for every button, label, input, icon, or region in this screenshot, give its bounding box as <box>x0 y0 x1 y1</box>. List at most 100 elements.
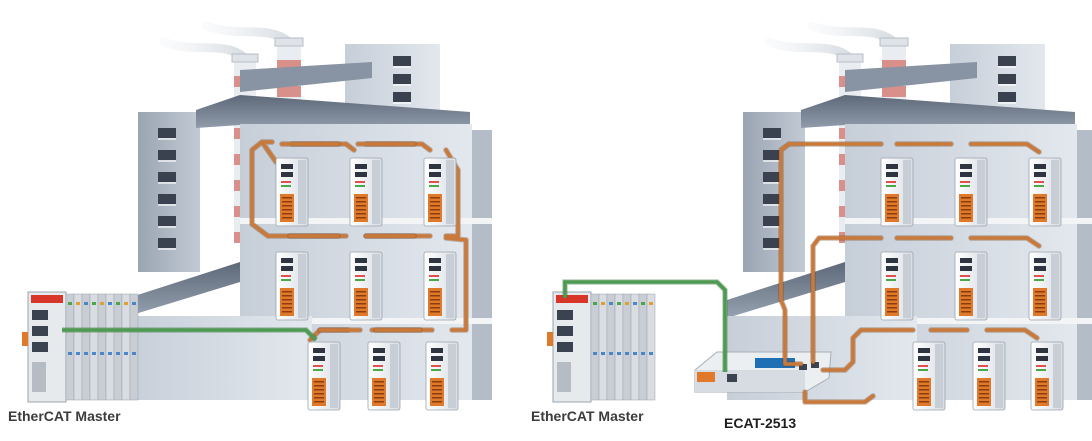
io-module-port <box>281 266 293 271</box>
terminal-screw <box>356 197 366 199</box>
terminal-screw <box>961 209 971 211</box>
io-module-icon <box>1028 157 1062 227</box>
plc-terminal <box>121 293 131 401</box>
terminal-screw <box>1037 397 1047 399</box>
plc-terminal <box>590 293 600 401</box>
master-cable <box>563 280 727 372</box>
io-module-led <box>1034 279 1044 281</box>
io-module-port <box>978 356 990 361</box>
plc-terminal-led <box>593 302 597 305</box>
plc-ethernet-port <box>32 326 48 336</box>
io-module-port <box>886 172 898 177</box>
io-module-port <box>429 266 441 271</box>
terminal-screw <box>1035 217 1045 219</box>
plc-terminal-led <box>108 352 112 355</box>
terminal-screw <box>356 299 366 301</box>
io-module-led <box>886 275 896 277</box>
window-sill <box>393 84 411 86</box>
io-module-side <box>372 160 380 224</box>
floor-slab <box>845 318 1092 324</box>
plc-terminal-led <box>633 302 637 305</box>
plc-terminal <box>598 293 608 401</box>
io-module-port <box>918 356 930 361</box>
terminal-screw <box>961 213 971 215</box>
terminal-screw <box>919 385 929 387</box>
io-module-port <box>1036 356 1048 361</box>
io-module-port <box>886 266 898 271</box>
io-module-icon <box>972 341 1006 411</box>
terminal-screw <box>1035 197 1045 199</box>
terminal-screw <box>919 401 929 403</box>
gateway-label: ECAT-2513 <box>724 415 797 431</box>
terminal-screw <box>282 299 292 301</box>
terminal-screw <box>919 393 929 395</box>
io-module-led <box>1036 369 1046 371</box>
io-module-side <box>390 344 398 408</box>
factory-upper-roof <box>240 62 372 92</box>
gateway-port <box>811 362 819 368</box>
terminal-screw <box>430 307 440 309</box>
terminal-screw <box>314 385 324 387</box>
building-window <box>158 172 176 182</box>
terminal-screw <box>979 389 989 391</box>
io-module-port <box>281 172 293 177</box>
io-module-port <box>355 266 367 271</box>
io-module-port <box>960 258 972 263</box>
plc-controller-icon <box>22 291 139 403</box>
plc-terminal-led <box>601 302 605 305</box>
terminal-screw <box>1035 307 1045 309</box>
building-window <box>763 194 781 204</box>
io-module-led <box>355 181 365 183</box>
factory-side-wall <box>472 130 492 400</box>
io-module-port <box>373 356 385 361</box>
io-module-led <box>281 181 291 183</box>
terminal-screw <box>887 299 897 301</box>
plc-terminal-led <box>92 352 96 355</box>
io-module-side <box>330 344 338 408</box>
plc-terminal-led <box>132 302 136 305</box>
plc-terminal-led <box>649 352 653 355</box>
plc-ethernet-port <box>32 310 48 320</box>
right-scene <box>547 21 1092 411</box>
io-module-port <box>960 172 972 177</box>
io-module-led <box>429 185 439 187</box>
plc-terminal-led <box>84 352 88 355</box>
factory-roof <box>196 95 470 132</box>
terminal-screw <box>1035 291 1045 293</box>
window-sill <box>158 182 176 184</box>
terminal-screw <box>374 401 384 403</box>
plc-terminal <box>105 293 115 401</box>
io-module-port <box>978 348 990 353</box>
io-module-port <box>313 356 325 361</box>
terminal-screw <box>961 299 971 301</box>
terminal-screw <box>282 303 292 305</box>
plc-terminal-led <box>641 352 645 355</box>
terminal-screw <box>919 397 929 399</box>
building-window <box>763 172 781 182</box>
io-module-led <box>429 181 439 183</box>
plc-terminal <box>97 293 107 401</box>
plc-terminal-led <box>124 302 128 305</box>
io-module-led <box>313 369 323 371</box>
terminal-screw <box>1035 205 1045 207</box>
io-module-led <box>355 185 365 187</box>
terminal-screw <box>356 303 366 305</box>
io-module-side <box>446 160 454 224</box>
io-module-led <box>886 279 896 281</box>
plc-terminal <box>622 293 632 401</box>
io-module-port <box>886 258 898 263</box>
io-module-port <box>281 258 293 263</box>
terminal-screw <box>356 205 366 207</box>
terminal-screw <box>432 397 442 399</box>
io-module-side <box>298 254 306 318</box>
window-sill <box>763 248 781 250</box>
io-module-port <box>355 172 367 177</box>
io-module-icon <box>954 157 988 227</box>
building-window <box>998 92 1016 102</box>
window-sill <box>763 226 781 228</box>
io-module-side <box>1051 160 1059 224</box>
io-module-port <box>1034 164 1046 169</box>
plc-terminal-led <box>601 352 605 355</box>
terminal-screw <box>961 201 971 203</box>
terminal-screw <box>1035 213 1045 215</box>
